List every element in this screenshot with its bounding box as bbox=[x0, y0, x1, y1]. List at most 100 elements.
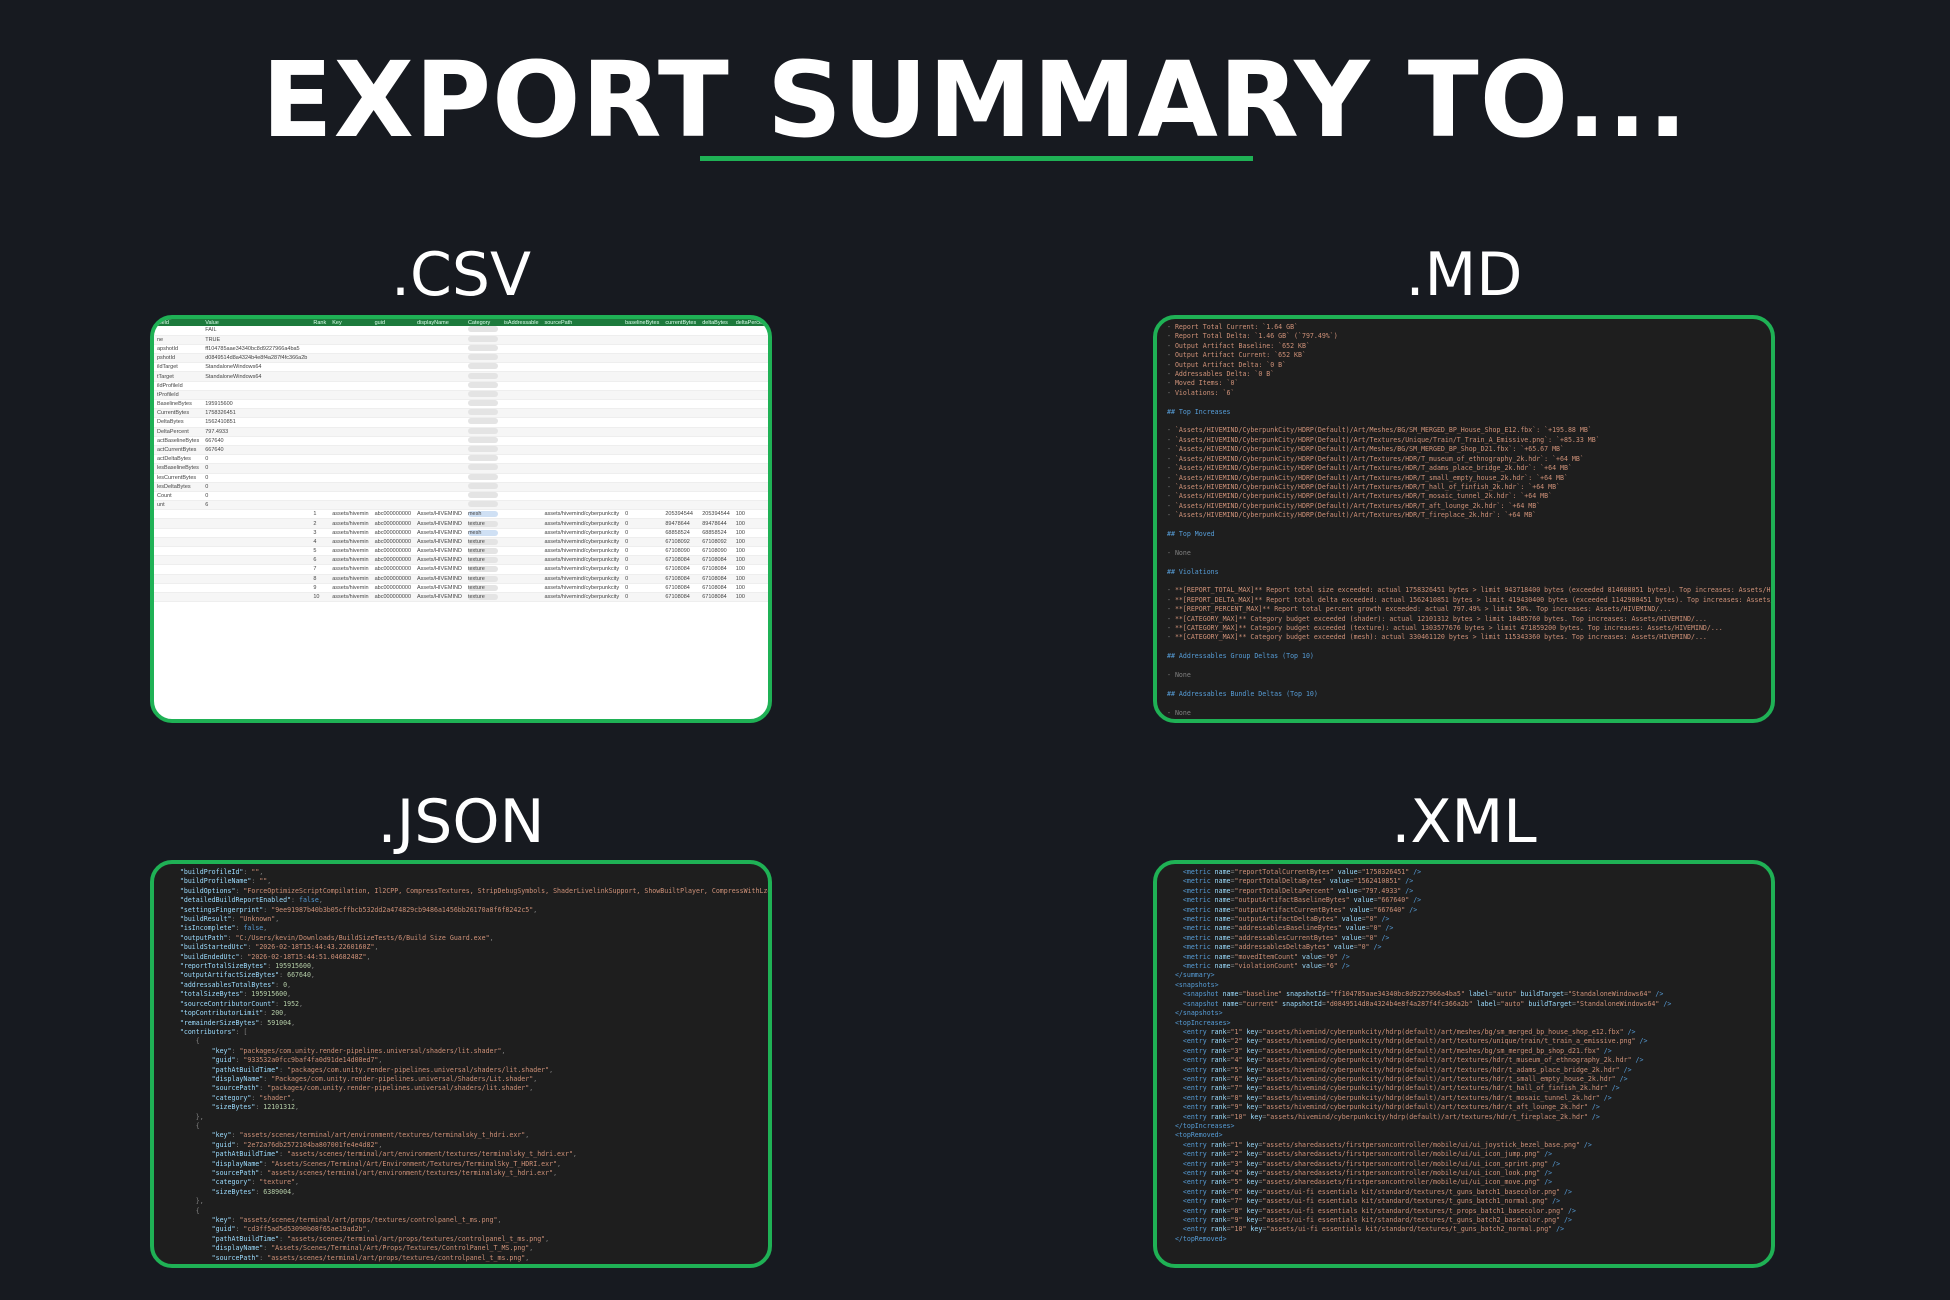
category-dropdown: texture bbox=[467, 594, 498, 601]
code-token bbox=[164, 1019, 180, 1027]
cell bbox=[662, 371, 700, 382]
code-token: <metric bbox=[1167, 877, 1215, 886]
code-token: - bbox=[1167, 501, 1175, 510]
code-token: = bbox=[1226, 1140, 1231, 1149]
code-line: "category": "texture", bbox=[164, 1178, 758, 1187]
cell bbox=[310, 362, 330, 373]
cell: 0 bbox=[622, 574, 663, 584]
csv-label: .CSV bbox=[390, 240, 532, 310]
code-token: "" bbox=[259, 877, 268, 886]
code-line: <metric name="addressablesBaselineBytes"… bbox=[1167, 924, 1761, 933]
code-token: "sourceContributorCount" bbox=[179, 999, 276, 1008]
code-token: <snapshot bbox=[1167, 990, 1223, 999]
cell bbox=[414, 473, 465, 483]
cell: ildProfileId bbox=[154, 381, 203, 391]
code-token bbox=[164, 1056, 212, 1064]
code-token bbox=[164, 1066, 212, 1074]
cell bbox=[500, 344, 542, 355]
cell bbox=[541, 390, 623, 401]
cell bbox=[541, 353, 623, 364]
cell bbox=[464, 362, 501, 373]
cell bbox=[500, 555, 542, 566]
code-line: - **[CATEGORY_MAX]** Category budget exc… bbox=[1167, 624, 1761, 633]
cell bbox=[622, 482, 663, 492]
cell bbox=[732, 427, 768, 437]
cell bbox=[732, 463, 768, 474]
code-token: "8" bbox=[1230, 1093, 1243, 1102]
code-token: Output Artifact Current: `652 KB` bbox=[1174, 351, 1306, 360]
code-token: : bbox=[267, 962, 276, 971]
cell: 0 bbox=[622, 546, 663, 557]
code-token: /> bbox=[1560, 1187, 1572, 1196]
code-token: "guid" bbox=[211, 1140, 236, 1149]
code-line: <metric name="reportTotalCurrentBytes" v… bbox=[1167, 868, 1761, 877]
cell bbox=[541, 463, 623, 474]
cell bbox=[310, 353, 330, 364]
code-line: <entry rank="6" key="assets/hivemind/cyb… bbox=[1167, 1075, 1761, 1084]
code-token: ## Addressables Group Deltas (Top 10) bbox=[1167, 652, 1314, 661]
cell bbox=[414, 445, 465, 456]
xml-code-view: <metric name="reportTotalCurrentBytes" v… bbox=[1157, 864, 1771, 1248]
cell: 0 bbox=[202, 473, 311, 483]
code-line bbox=[1167, 699, 1761, 708]
cell bbox=[310, 473, 330, 483]
code-token: <entry bbox=[1167, 1056, 1211, 1065]
category-dropdown: texture bbox=[467, 557, 498, 564]
code-token: 195915600 bbox=[275, 962, 311, 971]
cell bbox=[500, 436, 542, 446]
code-token: : bbox=[263, 1074, 272, 1083]
code-token bbox=[1167, 699, 1171, 707]
cell bbox=[732, 371, 768, 382]
cell bbox=[770, 445, 772, 454]
cell: 0 bbox=[622, 555, 663, 566]
code-token: "sourcePath" bbox=[211, 1084, 260, 1093]
code-line: "buildEndedUtc": "2026-02-18T15:44:51.04… bbox=[164, 953, 758, 962]
code-token: = bbox=[1349, 877, 1354, 886]
code-token: key bbox=[1242, 1216, 1259, 1225]
cell bbox=[500, 445, 542, 456]
code-token: "4" bbox=[1230, 1056, 1243, 1065]
code-token: : bbox=[263, 905, 272, 914]
code-line: <entry rank="7" key="assets/ui-fi essent… bbox=[1167, 1197, 1761, 1206]
cell bbox=[541, 473, 623, 483]
cell bbox=[622, 445, 663, 456]
code-token: , bbox=[267, 877, 272, 886]
cell: assets/hivemin bbox=[329, 583, 372, 593]
cell bbox=[699, 408, 733, 419]
code-line: "displayName": "Assets/Scenes/Terminal/A… bbox=[164, 1160, 758, 1169]
cell: 67108084 bbox=[699, 592, 733, 603]
cell: 100 bbox=[732, 564, 768, 575]
cell bbox=[500, 473, 542, 483]
code-token: <entry bbox=[1167, 1206, 1211, 1215]
code-token bbox=[164, 1131, 212, 1139]
cell: pshotId bbox=[154, 353, 203, 364]
code-token: None bbox=[1174, 708, 1191, 717]
code-line: - Violations: `6` bbox=[1167, 389, 1761, 398]
code-token: - bbox=[1167, 595, 1175, 604]
code-token: : bbox=[231, 1131, 240, 1140]
column-header: deltaBytes bbox=[699, 319, 733, 326]
code-token: Addressables Delta: `0 B` bbox=[1174, 370, 1275, 379]
code-token bbox=[1167, 662, 1171, 670]
code-token: /> bbox=[1377, 915, 1390, 924]
code-token: - bbox=[1167, 351, 1175, 360]
cell: 9 bbox=[310, 583, 330, 593]
code-token: "7" bbox=[1230, 1197, 1243, 1206]
code-token: = bbox=[1258, 1197, 1263, 1206]
code-line: "sourcePath": "assets/scenes/terminal/ar… bbox=[164, 1169, 758, 1178]
code-token: "Packages/com.unity.render-pipelines.uni… bbox=[271, 1074, 534, 1083]
json-label: .JSON bbox=[377, 787, 545, 857]
code-line: <topIncreases> bbox=[1167, 1019, 1761, 1028]
cell bbox=[622, 417, 663, 428]
code-token: "2" bbox=[1230, 1037, 1243, 1046]
code-line: { bbox=[164, 1207, 758, 1216]
cell bbox=[770, 326, 772, 335]
code-token: , bbox=[557, 1159, 562, 1168]
code-token: , bbox=[525, 1131, 530, 1140]
code-token: 6389004 bbox=[263, 1187, 292, 1196]
category-dropdown bbox=[467, 400, 498, 407]
